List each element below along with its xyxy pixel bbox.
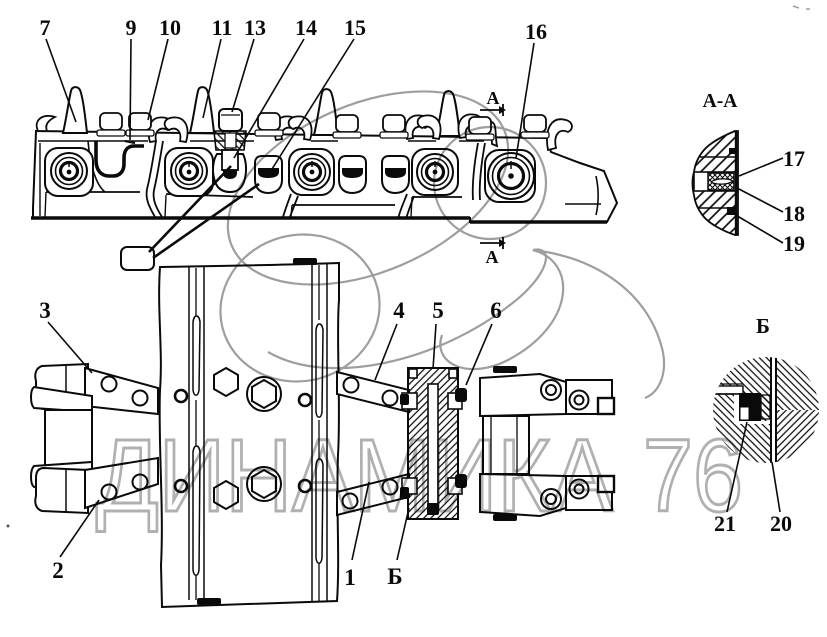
svg-text:15: 15 [344,15,366,40]
svg-text:10: 10 [159,15,181,40]
svg-text:76: 76 [643,418,743,533]
svg-text:17: 17 [783,146,805,171]
svg-text:6: 6 [490,298,502,323]
svg-text:11: 11 [212,15,233,40]
svg-text:4: 4 [393,298,405,323]
svg-text:7: 7 [40,15,51,40]
svg-text:19: 19 [783,231,805,256]
svg-text:A: A [487,88,500,108]
svg-text:18: 18 [783,201,805,226]
svg-text:5: 5 [432,298,444,323]
svg-text:9: 9 [126,15,137,40]
svg-text:Б: Б [387,564,402,589]
svg-text:A: A [486,247,499,267]
svg-text:3: 3 [39,298,51,323]
svg-text:A-A: A-A [703,91,738,112]
svg-text:Б: Б [756,314,770,338]
svg-text:14: 14 [295,15,317,40]
svg-text:21: 21 [714,511,736,536]
svg-text:2: 2 [52,558,64,583]
svg-text:13: 13 [244,15,266,40]
svg-text:20: 20 [770,511,792,536]
svg-text:ДИНАМИКА: ДИНАМИКА [96,418,613,533]
svg-text:1: 1 [344,565,356,590]
svg-text:16: 16 [525,19,547,44]
